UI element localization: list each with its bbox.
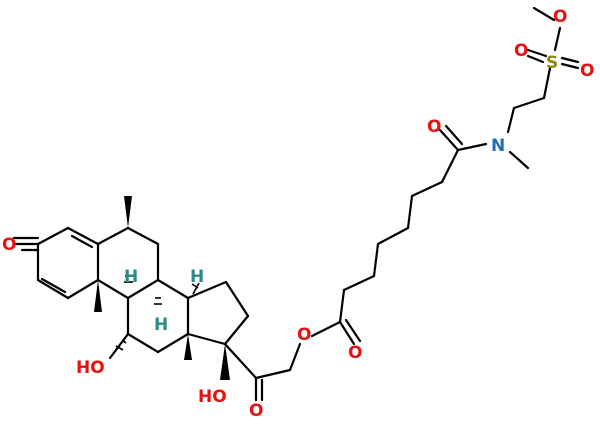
bond (96, 278, 130, 300)
wedge-bond (124, 196, 132, 228)
atom-label-sulfonyl-o-top: O (514, 41, 528, 61)
bond (36, 278, 70, 300)
bond-double-inner (344, 318, 362, 343)
bond (254, 368, 292, 380)
bond (542, 66, 552, 100)
bond (156, 332, 190, 354)
atom-label-hydroxyl-17: HO (198, 387, 227, 407)
bond (456, 142, 488, 152)
atom-label-methoxy-o: O (553, 7, 567, 27)
bond (223, 314, 250, 346)
hash-bond (115, 345, 124, 351)
bond (310, 320, 342, 338)
bond (338, 288, 346, 324)
atom-label-hydroxyl-11: HO (76, 358, 105, 378)
bond-double-inner (560, 56, 580, 64)
atom-label-sulfonyl-o-right: O (580, 61, 594, 81)
bond (186, 280, 228, 300)
atom-label-h-8: H (124, 267, 138, 287)
bond-double-inner (70, 234, 94, 249)
stereo-bonds (94, 196, 230, 380)
steroid-skeleton-bonds (12, 226, 302, 402)
bond (66, 278, 100, 300)
bond (108, 332, 130, 360)
hash-bond (121, 339, 127, 344)
atom-labels: O HO HO O O O O N S O O O H H H (2, 7, 594, 421)
bond (508, 150, 530, 170)
wedge-bond (94, 280, 102, 312)
atom-label-amide-n: N (491, 136, 505, 156)
bond (406, 194, 414, 230)
bond (186, 332, 227, 346)
hash-bond (192, 282, 200, 295)
bond (342, 274, 376, 292)
atom-label-ketone-o: O (2, 235, 16, 255)
bond (223, 342, 258, 380)
bond (126, 332, 160, 354)
bond (338, 320, 356, 346)
bond (532, 6, 556, 22)
atom-label-acyl-o-carbonyl: O (348, 343, 362, 363)
atom-label-ester-o-carbonyl: O (249, 401, 263, 421)
bond (288, 342, 302, 372)
bond (66, 226, 100, 246)
bond (224, 280, 250, 318)
bond (553, 26, 562, 52)
bond (96, 226, 130, 246)
bond (372, 242, 380, 278)
bond (512, 96, 546, 110)
linker-chain-bonds (310, 6, 580, 346)
atom-label-ester-o-link: O (297, 325, 311, 345)
bond (410, 180, 444, 198)
bond-double-inner (526, 54, 545, 64)
bond (156, 278, 190, 300)
atom-label-amide-o: O (427, 117, 441, 137)
bond (560, 62, 580, 70)
bond-double-inner (444, 124, 464, 146)
bond-double-inner (40, 277, 67, 294)
wedge-bond (184, 334, 192, 360)
bond (506, 106, 516, 134)
atom-label-h-9: H (154, 315, 168, 335)
atom-label-sulfonyl-s: S (546, 53, 558, 73)
bond (438, 128, 460, 152)
bond (376, 226, 410, 246)
bond (526, 48, 548, 58)
atom-label-h-14: H (190, 267, 204, 287)
bond (440, 148, 460, 184)
bond (126, 226, 160, 246)
wedge-bond (220, 344, 230, 380)
bond (126, 278, 160, 300)
bond (36, 226, 70, 246)
